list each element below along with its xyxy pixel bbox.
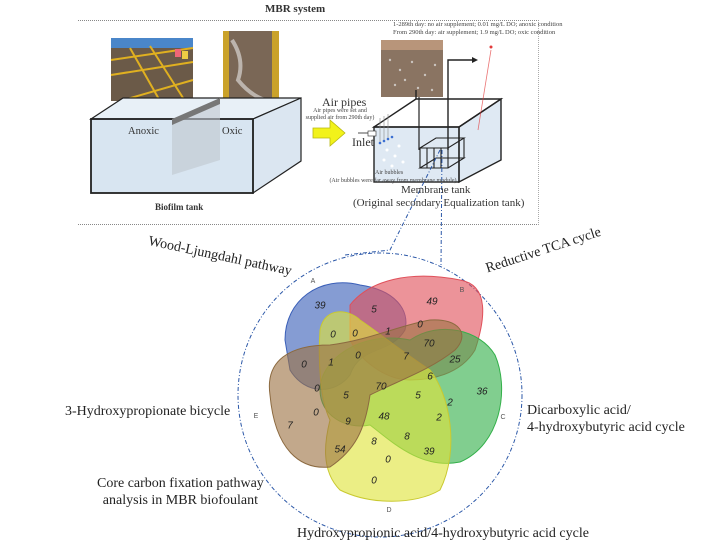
region-ace: 0 — [314, 384, 320, 395]
region-ae: 0 — [301, 360, 307, 371]
region-a-only: 39 — [314, 301, 326, 312]
region-ade: 1 — [328, 358, 334, 369]
region-ce: 2 — [446, 398, 453, 409]
venn-set-label-b: B — [460, 287, 465, 294]
membrane-tank — [358, 45, 504, 184]
mbr-system-title: MBR system — [265, 3, 326, 15]
region-bce: 70 — [423, 339, 435, 350]
air-pipes-note: Air pipes were set and supplied air from… — [305, 108, 375, 121]
anoxic-label: Anoxic — [128, 126, 159, 137]
region-abd: 0 — [352, 329, 358, 340]
region-acde: 5 — [343, 391, 349, 402]
photo-anoxic-tank — [110, 38, 194, 102]
venn-set-label-c: C — [500, 414, 505, 421]
label-dicarboxylic-line2: 4-hydroxybutyric acid cycle — [527, 420, 685, 435]
photo-oxic-tank — [223, 31, 279, 105]
biofilm-tank — [88, 97, 302, 195]
region-b-only: 49 — [426, 297, 438, 308]
venn-boundary — [237, 252, 523, 538]
label-core-line1: Core carbon fixation pathway — [97, 476, 264, 491]
region-cd2: 39 — [423, 447, 435, 458]
region-cde: 9 — [345, 417, 351, 428]
region-bcd: 8 — [404, 432, 410, 443]
region-abde: 0 — [355, 351, 361, 362]
label-hydroxypropionic: Hydroxypropionic acid/4-hydroxybutyric a… — [297, 526, 589, 541]
label-3hp-bicycle: 3-Hydroxypropionate bicycle — [65, 404, 231, 419]
region-ab: 5 — [371, 305, 377, 316]
membrane-tank-label: Membrane tank — [401, 184, 471, 196]
region-de: 54 — [334, 445, 346, 456]
venn-diagram — [268, 275, 502, 502]
air-pipes-label: Air pipes — [322, 95, 367, 109]
label-dicarboxylic-line1: Dicarboxylic acid/ — [527, 403, 631, 418]
region-cd: 2 — [435, 413, 442, 424]
region-acd: 48 — [378, 412, 390, 423]
label-core-line2: analysis in MBR biofoulant — [102, 493, 258, 508]
region-abcde: 70 — [375, 382, 387, 393]
label-core-analysis: Core carbon fixation pathway analysis in… — [97, 475, 264, 509]
venn-set-label-d: D — [386, 507, 391, 514]
region-c-only: 36 — [476, 387, 488, 398]
label-dicarboxylic: Dicarboxylic acid/ 4-hydroxybutyric acid… — [527, 402, 685, 436]
region-abce: 7 — [403, 352, 409, 363]
mbr-system-panel — [78, 20, 539, 225]
operating-conditions: 1-289th day: no air supplement; 0.01 mg/… — [393, 21, 562, 37]
air-bubbles-label: Air bubbles — [375, 170, 404, 176]
region-cde2: 8 — [371, 437, 377, 448]
region-bcde: 5 — [415, 391, 421, 402]
venn-set-e — [268, 319, 463, 468]
venn-region-values: 39 49 36 0 7 5 0 0 0 25 70 1 1 0 0 7 6 0… — [287, 297, 488, 487]
region-be: 0 — [417, 320, 423, 331]
condition-oxic: From 290th day: air supplement; 1.9 mg/L… — [393, 29, 556, 36]
photo-membrane-tank — [381, 40, 443, 97]
oxic-label: Oxic — [222, 126, 243, 137]
region-d2: 0 — [385, 455, 391, 466]
callout-connectors — [344, 149, 443, 266]
venn-set-label-e: E — [254, 413, 259, 420]
region-ce2: 0 — [313, 408, 319, 419]
membrane-tank-subtitle: (Original secondary Equalization tank) — [353, 197, 525, 209]
biofilm-tank-label: Biofilm tank — [155, 202, 204, 212]
region-abe: 1 — [385, 327, 391, 338]
flow-arrow — [312, 119, 346, 147]
region-d-only: 0 — [371, 476, 377, 487]
region-ad: 0 — [330, 330, 336, 341]
region-bc: 25 — [448, 355, 461, 366]
inlet-label: Inlet — [352, 135, 374, 149]
region-e-only: 7 — [287, 421, 293, 432]
condition-anoxic: 1-289th day: no air supplement; 0.01 mg/… — [393, 21, 563, 28]
venn-set-label-a: A — [311, 278, 316, 285]
region-bce2: 6 — [427, 372, 433, 383]
air-bubbles-note: (Air bubbles were far away from membrane… — [329, 178, 457, 184]
